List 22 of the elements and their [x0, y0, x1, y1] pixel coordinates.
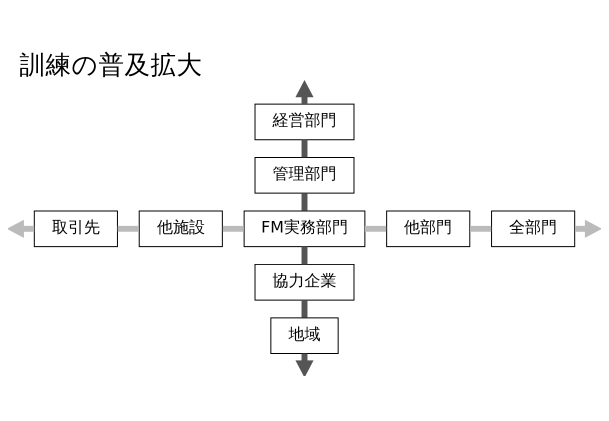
node-box: FM実務部門 — [244, 210, 366, 248]
connector — [302, 193, 308, 211]
connector — [364, 226, 386, 232]
node-box: 他部門 — [386, 210, 470, 248]
arrow — [295, 354, 314, 376]
node-box: 協力企業 — [254, 264, 354, 301]
connector — [302, 246, 308, 264]
node-box: 地域 — [270, 317, 339, 354]
connector — [118, 226, 139, 232]
arrow — [574, 220, 601, 238]
node-box: 経営部門 — [254, 104, 354, 140]
node-box: 管理部門 — [254, 157, 354, 194]
arrow — [295, 80, 314, 104]
connector — [222, 226, 244, 232]
node-box: 全部門 — [491, 210, 576, 248]
node-box: 他施設 — [138, 210, 223, 248]
connector — [302, 300, 308, 318]
arrow — [8, 220, 34, 238]
node-box: 取引先 — [34, 210, 118, 248]
connector — [302, 140, 308, 158]
diagram-title: 訓練の普及拡大 — [20, 50, 203, 81]
connector — [470, 226, 492, 232]
